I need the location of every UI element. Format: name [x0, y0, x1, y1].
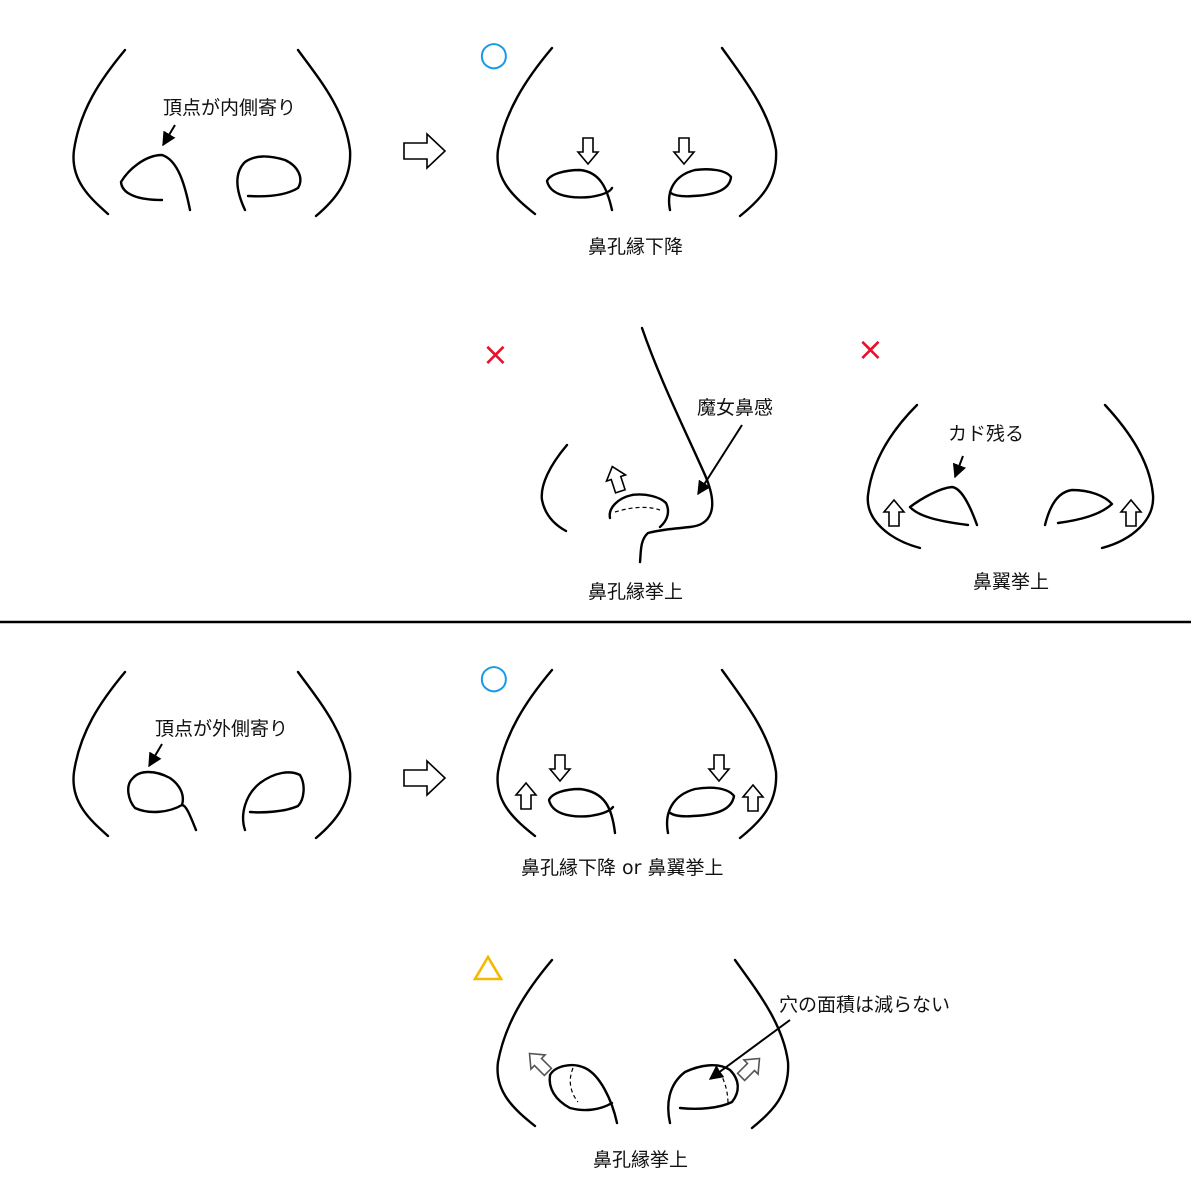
pointer-arrow	[148, 743, 163, 768]
good-symbol: ○	[479, 657, 509, 697]
caption-lower-rim: 鼻孔縁下降	[588, 236, 683, 258]
annotation-witch-nose: 魔女鼻感	[697, 397, 773, 419]
pointer-arrow	[952, 455, 967, 479]
annotation-corner-remains: カド残る	[948, 423, 1024, 445]
good-symbol: ○	[479, 34, 509, 74]
pointer-arrow	[697, 424, 743, 496]
pointer-arrow	[708, 1019, 791, 1080]
arrow-down-icon	[708, 754, 730, 782]
caption-raise-wing: 鼻翼挙上	[973, 571, 1049, 593]
bad-symbol: ×	[482, 335, 509, 373]
annotation-apex-inner: 頂点が内側寄り	[163, 97, 296, 119]
arrow-up-icon	[605, 465, 628, 494]
nose-lower-or-raise: ○ 鼻孔縁下降 or 鼻翼挙上	[479, 657, 778, 879]
arrow-up-icon	[883, 499, 905, 527]
nose-rim-raised: 穴の面積は減らない 鼻孔縁挙上	[472, 954, 950, 1171]
arrow-up-icon	[742, 784, 764, 812]
annotation-apex-outer: 頂点が外側寄り	[155, 718, 288, 740]
arrow-up-icon	[515, 782, 537, 810]
caption-raise-rim: 鼻孔縁挙上	[593, 1149, 688, 1171]
bad-symbol: ×	[857, 330, 884, 368]
transform-arrow	[403, 132, 447, 170]
nose-apex-outer: 頂点が外側寄り	[72, 670, 352, 840]
pointer-arrow	[162, 124, 176, 147]
caption-lower-or-raise: 鼻孔縁下降 or 鼻翼挙上	[521, 857, 724, 879]
arrow-down-icon	[549, 754, 571, 782]
arrow-down-icon	[673, 137, 695, 165]
nose-rim-lowered: ○ 鼻孔縁下降	[479, 34, 778, 258]
arrow-up-left-icon	[528, 1052, 553, 1077]
nose-side-witch: × 魔女鼻感 鼻孔縁挙上	[482, 326, 773, 603]
transform-arrow	[403, 759, 447, 797]
arrow-up-right-icon	[736, 1057, 761, 1082]
nose-corner-remains: × カド残る 鼻翼挙上	[857, 330, 1155, 593]
annotation-area-unchanged: 穴の面積は減らない	[779, 994, 950, 1016]
arrow-down-icon	[577, 137, 599, 165]
partial-symbol	[472, 954, 504, 981]
caption-raise-rim-side: 鼻孔縁挙上	[588, 581, 683, 603]
nose-apex-inner: 頂点が内側寄り	[72, 48, 352, 218]
arrow-up-icon	[1120, 499, 1142, 527]
